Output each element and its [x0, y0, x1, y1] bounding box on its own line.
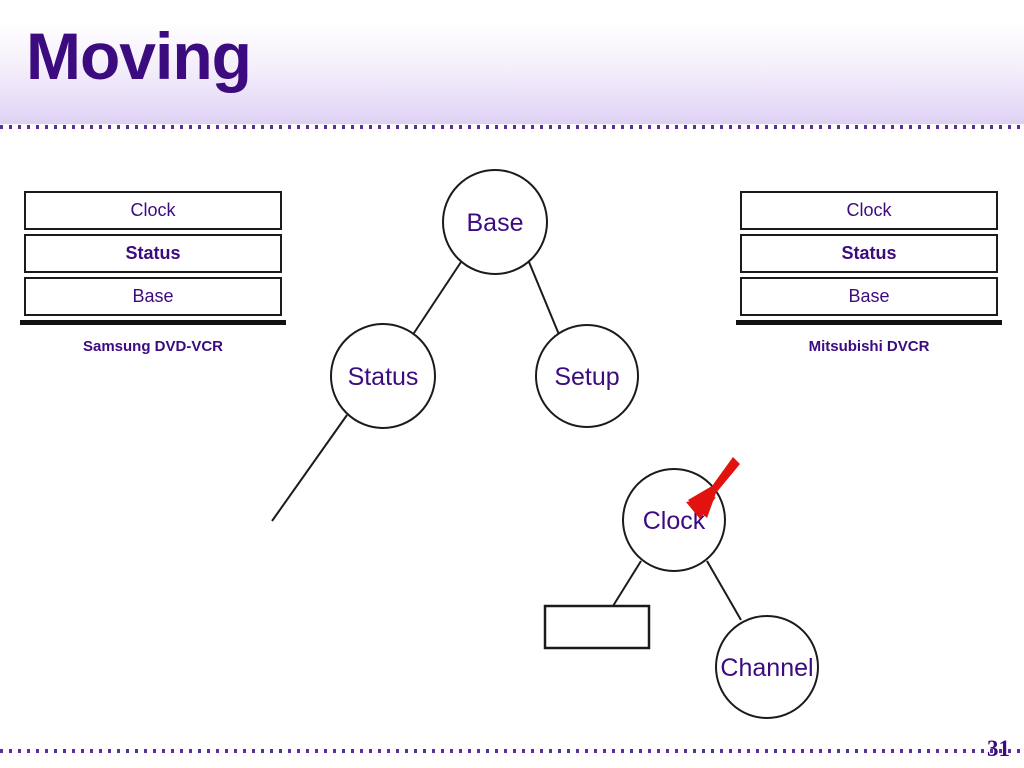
node-base-label: Base [467, 209, 524, 237]
edge-clock-channel [706, 560, 742, 621]
node-status-label: Status [348, 363, 419, 391]
edge-clock-box [612, 560, 642, 607]
red-arrow-icon [686, 457, 740, 519]
stack-row-base: Base [24, 277, 282, 316]
stack-baseline [20, 320, 286, 325]
stack-mitsubishi: Clock Status Base Mitsubishi DVCR [736, 191, 1002, 355]
stack-baseline [736, 320, 1002, 325]
edge-base-setup [528, 261, 561, 338]
stack-row-clock: Clock [24, 191, 282, 230]
stack-samsung: Clock Status Base Samsung DVD-VCR [20, 191, 286, 355]
stack-row-status: Status [740, 234, 998, 273]
header-band [0, 0, 1024, 124]
stack-row-status: Status [24, 234, 282, 273]
edge-base-status [411, 261, 462, 337]
node-setup-label: Setup [554, 363, 619, 391]
stack-caption-samsung: Samsung DVD-VCR [82, 338, 224, 355]
stack-row-clock: Clock [740, 191, 998, 230]
stack-row-base: Base [740, 277, 998, 316]
page-number: 31 [987, 736, 1010, 761]
page-title: Moving [26, 19, 252, 93]
stack-caption-mitsubishi: Mitsubishi DVCR [808, 338, 930, 355]
node-status[interactable] [330, 323, 436, 429]
node-empty-box[interactable] [543, 604, 651, 650]
node-base[interactable] [442, 169, 548, 275]
node-channel-label: Channel [720, 654, 813, 682]
node-channel[interactable] [715, 615, 819, 719]
edge-status-dangling [271, 414, 348, 522]
node-setup[interactable] [535, 324, 639, 428]
